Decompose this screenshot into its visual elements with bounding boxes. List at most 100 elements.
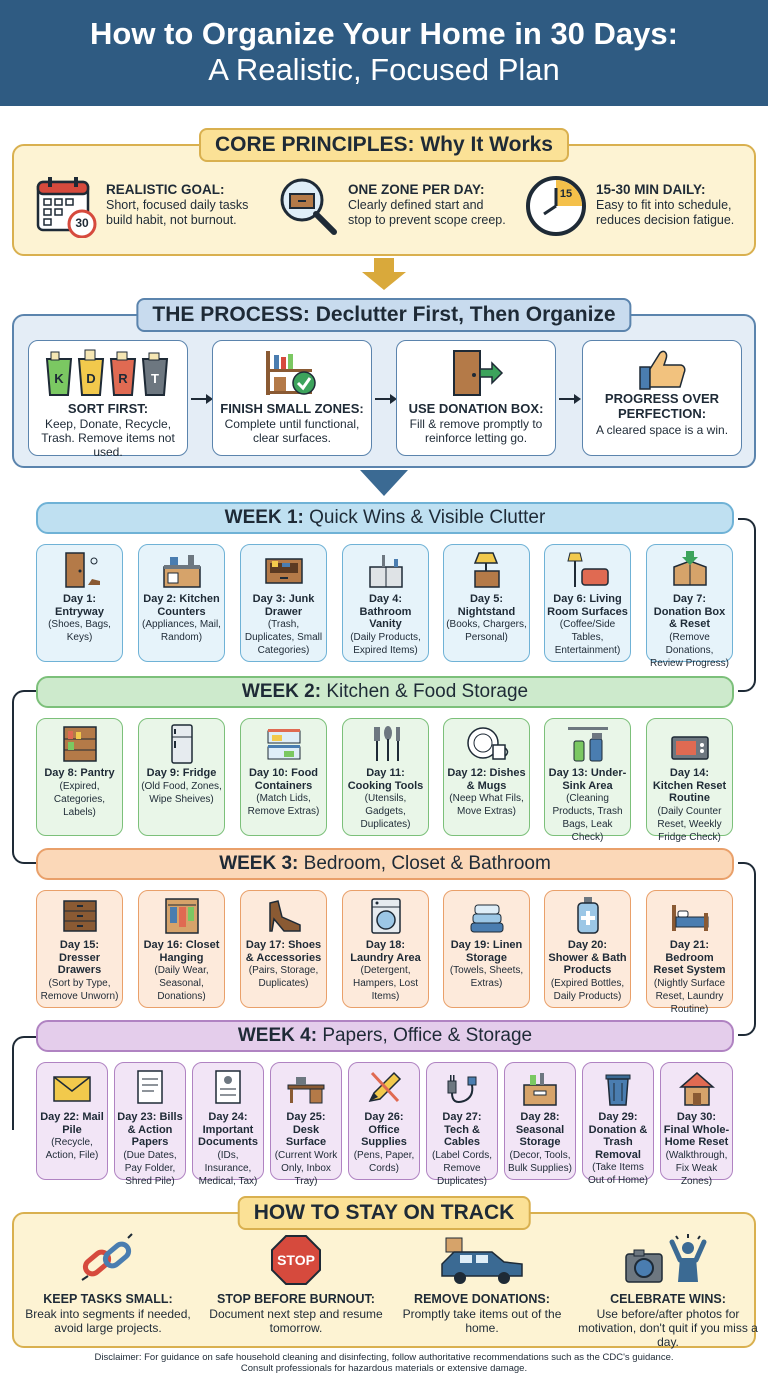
core-description: Short, focused daily tasks build habit, … (106, 198, 249, 227)
track-description: Use before/after photos for motivation, … (578, 1307, 758, 1349)
stop-sign-icon: STOP (271, 1235, 321, 1285)
day-description: (Expired, Categories, Labels) (53, 780, 106, 818)
nightstand-icon (473, 552, 500, 588)
car-box-icon (441, 1237, 523, 1284)
week-connector (12, 1036, 36, 1130)
day-card-4: Day 4: Bathroom Vanity(Daily Products, E… (342, 544, 429, 662)
day-card-10: Day 10: Food Containers(Match Lids, Remo… (240, 718, 327, 836)
week-label: WEEK 2: (241, 681, 322, 702)
clock-icon (526, 176, 586, 236)
day-card-23: Day 23: Bills & Action Papers(Due Dates,… (114, 1062, 186, 1187)
process-section: THE PROCESS: Declutter First, Then Organ… (12, 298, 756, 468)
day-description: (Trash, Duplicates, Small Categories) (244, 619, 323, 656)
process-card-donation-box: USE DONATION BOX: Fill & remove promptly… (396, 340, 556, 456)
process-heading: SORT FIRST: (67, 401, 149, 416)
envelope-icon (53, 1076, 91, 1102)
microwave-icon (670, 736, 709, 760)
day-title: Day 7: Donation Box & Reset (653, 593, 726, 630)
day-description: (Neep What Fils, Move Extras) (449, 793, 524, 817)
calendar-day-number: 30 (75, 216, 89, 230)
door-exit-icon (453, 350, 504, 396)
day-card-30: Day 30: Final Whole-Home Reset(Walkthrou… (660, 1062, 733, 1187)
day-description: (Coffee/Side Tables, Entertainment) (554, 619, 621, 656)
desk-icon (287, 1077, 325, 1104)
day-title: Day 11: Cooking Tools (347, 767, 424, 792)
day-title: Day 15: Dresser Drawers (57, 939, 102, 976)
day-card-20: Day 20: Shower & Bath Products(Expired B… (544, 890, 631, 1008)
core-heading: REALISTIC GOAL: (106, 182, 225, 197)
process-description: Complete until functional, clear surface… (224, 417, 360, 445)
shelf-check-icon (266, 351, 316, 395)
day-title: Day 10: Food Containers (248, 767, 319, 792)
containers-icon (267, 729, 300, 760)
day-title: Day 12: Dishes & Mugs (447, 767, 526, 792)
day-title: Day 6: Living Room Surfaces (547, 593, 628, 618)
day-card-3: Day 3: Junk Drawer(Trash, Duplicates, Sm… (240, 544, 327, 662)
day-title: Day 2: Kitchen Counters (143, 593, 220, 618)
day-title: Day 14: Kitchen Reset Routine (652, 767, 727, 804)
day-title: Day 24: Important Documents (198, 1111, 258, 1148)
day-description: (Pairs, Storage, Duplicates) (248, 965, 319, 989)
core-principles-section: CORE PRINCIPLES: Why It Works 30 REALIST… (12, 128, 756, 256)
process-arrow (559, 394, 581, 404)
day-title: Day 29: Donation & Trash Removal (588, 1111, 648, 1161)
document-icon (215, 1070, 241, 1104)
day-card-19: Day 19: Linen Storage(Towels, Sheets, Ex… (443, 890, 530, 1008)
day-description: (Towels, Sheets, Extras) (449, 965, 524, 989)
process-heading: USE DONATION BOX: (408, 401, 544, 416)
day-title: Day 30: Final Whole-Home Reset (663, 1111, 730, 1148)
stay-on-track-section: HOW TO STAY ON TRACK KEEP TASKS SMALL: B… (12, 1196, 758, 1349)
week-connector (738, 518, 756, 692)
day-title: Day 17: Shoes & Accessories (245, 939, 322, 964)
week-label: WEEK 3: (219, 853, 299, 874)
sofa-lamp-icon (566, 552, 609, 587)
day-description: (Daily Products, Expired Items) (350, 631, 421, 656)
stay-on-track-title: HOW TO STAY ON TRACK (237, 1196, 531, 1230)
core-heading: 15-30 MIN DAILY: (596, 182, 706, 197)
track-heading: KEEP TASKS SMALL: (43, 1292, 173, 1306)
magnifier-icon (280, 178, 337, 235)
clock-label: 15 (559, 188, 573, 200)
storage-box-icon (523, 1073, 557, 1106)
week-1-bar: WEEK 1: Quick Wins & Visible Clutter (36, 502, 734, 534)
bottle-icon (576, 897, 599, 934)
house-icon (678, 1072, 715, 1106)
core-heading: ONE ZONE PER DAY: (348, 182, 485, 197)
day-description: (Match Lids, Remove Extras) (247, 793, 320, 817)
day-card-7: Day 7: Donation Box & Reset(Remove Donat… (646, 544, 733, 669)
bill-icon (137, 1070, 163, 1104)
day-title: Day 1: Entryway (55, 593, 104, 618)
week-label: WEEK 4: (237, 1025, 318, 1046)
day-card-29: Day 29: Donation & Trash Removal(Take It… (582, 1062, 654, 1186)
page-header: How to Organize Your Home in 30 Days: A … (0, 0, 768, 106)
day-description: (Daily Counter Reset, Weekly Fridge Chec… (657, 805, 722, 843)
shoe-icon (268, 900, 301, 932)
core-principles-title: CORE PRINCIPLES: Why It Works (199, 128, 569, 162)
day-description: (Pens, Paper, Cords) (353, 1149, 415, 1174)
day-card-11: Day 11: Cooking Tools(Utensils, Gadgets,… (342, 718, 429, 836)
chain-link-icon (81, 1233, 133, 1281)
day-title: Day 22: Mail Pile (40, 1111, 104, 1136)
track-heading: REMOVE DONATIONS: (414, 1292, 550, 1306)
process-description: Keep, Donate, Recycle, Trash. Remove ite… (41, 417, 175, 459)
down-arrow-icon (360, 470, 408, 496)
bin-letter: T (151, 371, 159, 386)
week-subtitle: Kitchen & Food Storage (326, 681, 529, 702)
bed-icon (671, 905, 708, 931)
disclaimer-line: Disclaimer: For guidance on safe househo… (94, 1352, 674, 1363)
week-2-bar: WEEK 2: Kitchen & Food Storage (36, 676, 734, 708)
process-card-progress: PROGRESS OVER PERFECTION: A cleared spac… (582, 340, 742, 456)
day-card-13: Day 13: Under-Sink Area(Cleaning Product… (544, 718, 631, 843)
day-card-18: Day 18: Laundry Area(Detergent, Hampers,… (342, 890, 429, 1008)
day-description: (Nightly Surface Reset, Laundry Routine) (653, 977, 726, 1015)
process-heading: FINISH SMALL ZONES: (220, 401, 364, 416)
day-title: Day 3: Junk Drawer (252, 593, 315, 618)
day-description: (Walkthrough, Fix Weak Zones) (665, 1149, 728, 1187)
day-description: (Due Dates, Pay Folder, Shred Pile) (123, 1149, 177, 1187)
fridge-icon (170, 724, 193, 764)
day-card-5: Day 5: Nightstand(Books, Chargers, Perso… (443, 544, 530, 662)
day-title: Day 9: Fridge (146, 767, 217, 779)
process-description: A cleared space is a win. (595, 423, 729, 437)
process-title: THE PROCESS: Declutter First, Then Organ… (136, 298, 632, 332)
day-description: (Remove Donations, Review Progress) (650, 631, 729, 669)
